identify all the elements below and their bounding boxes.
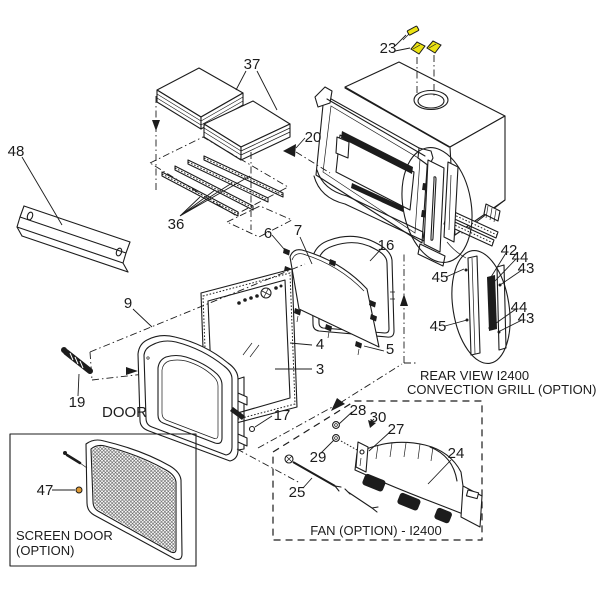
flue-screw (406, 25, 420, 36)
door-window (157, 354, 223, 444)
rear-view-detail (400, 249, 511, 365)
flue-clip-right (426, 40, 442, 54)
part-label-29: 29 (310, 449, 327, 466)
option-box-border (9, 433, 197, 567)
leader-lines (21, 34, 523, 491)
screen-door-handle (63, 451, 88, 469)
part-label-7: 7 (294, 222, 302, 239)
glass-panel-7 (289, 249, 380, 348)
part-label-44b: 44 (511, 299, 528, 316)
tile-placement-outlines (149, 96, 294, 238)
part-label-25: 25 (289, 484, 306, 501)
fan-caption: FAN (OPTION) - I2400 (310, 523, 441, 538)
part-label-30: 30 (370, 409, 387, 426)
part-label-9: 9 (124, 295, 132, 312)
part-label-43a: 43 (518, 260, 535, 277)
flue-hardware (402, 25, 442, 96)
screen-door-caption-line2: (OPTION) (16, 543, 75, 558)
part-label-45b: 45 (430, 318, 447, 335)
part-label-6: 6 (264, 225, 272, 242)
part-label-42: 42 (501, 242, 518, 259)
window-top-strip (341, 131, 413, 174)
part-labels: 48 37 36 20 23 6 7 16 9 4 3 5 19 17 28 3… (8, 40, 535, 501)
door-assembly (61, 334, 256, 462)
fan-box (272, 400, 483, 541)
part-label-20: 20 (305, 129, 322, 146)
fan-bracket-27 (355, 441, 369, 473)
left-top-flange (314, 86, 333, 108)
option-box-border (272, 400, 483, 541)
door-caption: DOOR (102, 404, 147, 421)
fan-vent (397, 492, 421, 511)
part-label-17: 17 (274, 407, 291, 424)
window-opening (335, 134, 415, 211)
screen-door-box (9, 433, 197, 567)
firebrick-rails (161, 155, 284, 217)
fan-assembly (354, 441, 483, 528)
fan-vent (362, 473, 386, 492)
detail-bubble (451, 249, 511, 365)
door-handle-19 (61, 347, 93, 374)
part-label-3: 3 (316, 361, 324, 378)
firebrick-tile-stacks (156, 67, 291, 161)
part-label-44a: 44 (512, 249, 529, 266)
part-label-24: 24 (448, 445, 465, 462)
stove-right-face (449, 115, 506, 236)
thermodisc-probe-25 (284, 454, 379, 513)
part-label-16: 16 (378, 237, 395, 254)
door-screw-17 (230, 407, 245, 420)
part-label-37: 37 (244, 56, 261, 73)
screen-fastener-47 (75, 486, 83, 494)
part-label-4: 4 (316, 336, 324, 353)
detail-ellipse (401, 147, 473, 263)
left-arrow (283, 144, 296, 157)
up-arrow (400, 294, 408, 306)
door-hardware (237, 284, 283, 305)
grill-side-strip (496, 264, 507, 351)
fan-vent (434, 507, 452, 524)
down-arrow (152, 120, 160, 131)
ne-arrow (331, 398, 345, 411)
front-right-column (423, 159, 445, 253)
captions: DOOR SCREEN DOOR (OPTION) REAR VIEW I240… (16, 368, 596, 558)
rear-view-caption-line2: CONVECTION GRILL (OPTION) (407, 382, 596, 397)
grill-gasket-strip (487, 275, 497, 331)
part-label-5: 5 (386, 341, 394, 358)
assembly-direction-lines (236, 363, 403, 484)
part-label-27: 27 (388, 421, 405, 438)
part-label-19: 19 (69, 394, 86, 411)
grill-panel (467, 255, 481, 356)
part-label-23: 23 (380, 40, 397, 57)
screen-door-caption-line1: SCREEN DOOR (16, 528, 113, 543)
baffle-direction (283, 144, 331, 174)
part-label-36: 36 (168, 216, 185, 233)
part-label-43b: 43 (518, 310, 535, 327)
flue-clip-left (410, 41, 426, 55)
rail-end-bracket (483, 203, 501, 222)
stove-body (313, 61, 506, 267)
part-label-45a: 45 (432, 269, 449, 286)
ash-lip-bracket (16, 205, 131, 273)
part-label-47: 47 (37, 482, 54, 499)
screen-mesh (92, 446, 175, 552)
rear-glass-assembly (283, 235, 395, 356)
fan-nuts-28 (332, 421, 358, 451)
glass-reflection (242, 342, 260, 358)
screw-30 (368, 420, 376, 428)
part-label-48: 48 (8, 143, 25, 160)
rear-view-caption-line1: REAR VIEW I2400 (420, 368, 529, 383)
part-label-28: 28 (350, 402, 367, 419)
hinge-tab-bottom (237, 433, 248, 447)
flue-collar (413, 89, 449, 111)
